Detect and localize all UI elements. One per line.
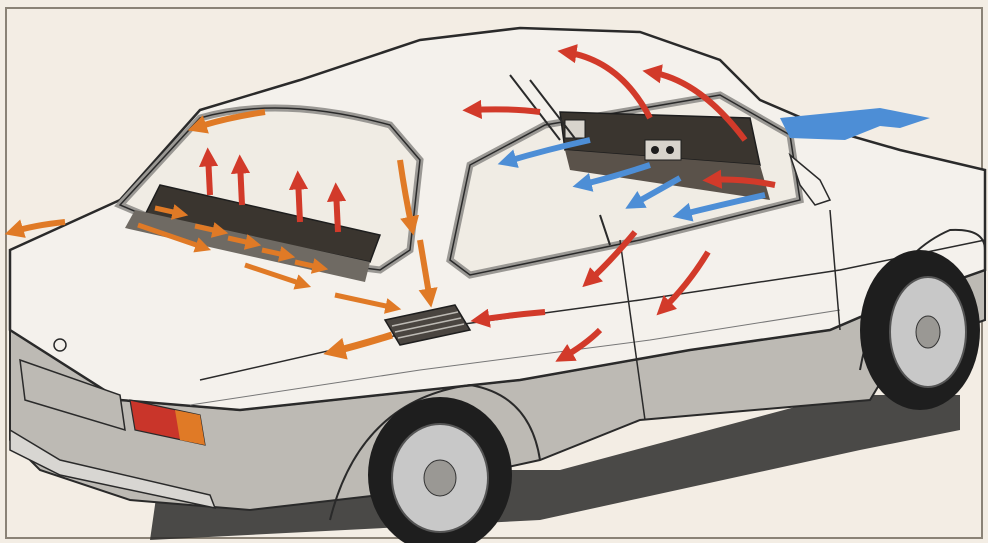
license-plate-recess: [19, 358, 126, 432]
rear-window-out-arrow: [187, 109, 266, 134]
dash-vent-left-arrow: [497, 137, 591, 168]
shelf-edge-left-arrow: [244, 262, 312, 290]
shelf-flow-3-arrow: [227, 234, 262, 250]
rear-footwell-arrow: [555, 327, 603, 362]
mirror: [788, 152, 832, 206]
rear-wheel: [368, 397, 512, 543]
rear-shelf-up-2-arrow: [230, 154, 251, 206]
extractor-vent: [383, 304, 472, 346]
dash-knob-1: [651, 146, 659, 154]
defrost-windshield-1-arrow: [557, 44, 653, 120]
extractor-vent-out-arrow: [323, 331, 394, 360]
shelf-flow-2-arrow: [194, 222, 229, 238]
fresh-air-intake-arrow: [780, 108, 930, 140]
footwell-front-arrow: [702, 169, 776, 189]
badge-emblem: [53, 338, 67, 352]
waist-crease: [189, 309, 841, 406]
wiper-2: [529, 79, 581, 146]
shelf-flow-5-arrow: [294, 258, 329, 274]
side-window-demist-arrow: [462, 99, 541, 120]
defrost-windshield-2-arrow: [642, 64, 748, 142]
c-pillar-down-2-arrow: [417, 239, 438, 308]
dash-vent-center-1-arrow: [572, 162, 651, 192]
rear-exhaust-left-arrow: [4, 219, 66, 238]
rear-window-outline: [118, 107, 421, 271]
door-handle: [599, 214, 611, 246]
shelf-flow-6-arrow: [137, 222, 212, 253]
front-wheel: [860, 250, 980, 410]
dash-knob-2: [666, 146, 674, 154]
dash-vent-grille: [644, 139, 682, 161]
ground-shadow: [150, 395, 960, 540]
dash-vent-right-arrow: [672, 192, 766, 222]
shelf-flow-4-arrow: [261, 246, 296, 262]
rear-wheel-arch: [329, 383, 541, 521]
dash-vent-center-2-arrow: [625, 175, 682, 209]
rear-bumper: [9, 428, 217, 510]
shelf-flow-1-arrow: [154, 204, 189, 220]
tail-light-amber: [175, 410, 205, 445]
rear-shelf-up-4-arrow: [326, 182, 347, 233]
door-seam: [619, 239, 646, 421]
wiper-1: [509, 74, 561, 141]
door-floor-1-arrow: [582, 230, 638, 288]
shelf-edge-right-arrow: [334, 292, 402, 314]
cabin-floor-arrow: [470, 308, 546, 328]
rear-shelf-up-3-arrow: [288, 170, 309, 223]
door-seam-front: [829, 209, 841, 331]
rear-shelf-up-1-arrow: [198, 147, 219, 196]
c-pillar-down-arrow: [397, 159, 420, 236]
door-floor-2-arrow: [656, 250, 711, 316]
